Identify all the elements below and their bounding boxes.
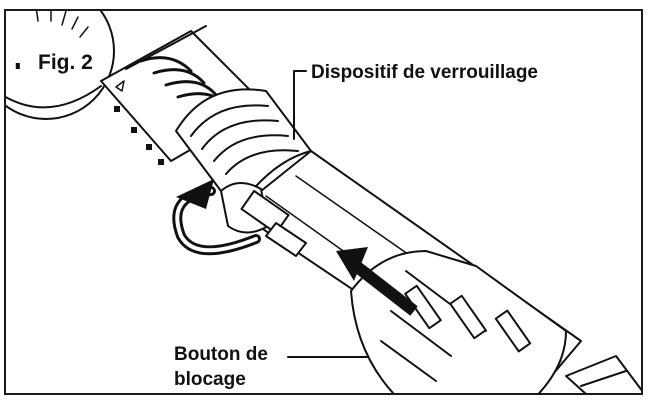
lock-button xyxy=(220,182,307,257)
figure-label: Fig. 2 xyxy=(36,51,95,75)
callout-lock-button-line1: Bouton de xyxy=(174,344,268,365)
curved-rotate-arrow-icon xyxy=(172,179,261,256)
end-fitting xyxy=(565,355,641,393)
figure-frame: ∎ xyxy=(4,9,643,395)
callout-lock-button-line2: blocage xyxy=(174,369,246,390)
callout-locking-device: Dispositif de verrouillage xyxy=(311,62,538,83)
assembly-illustration: ∎ xyxy=(6,11,641,393)
svg-text:∎: ∎ xyxy=(14,58,22,72)
sliding-sleeve xyxy=(350,250,567,393)
leader-line-locking-device xyxy=(293,70,307,140)
straight-push-arrow-icon xyxy=(336,247,418,316)
callout-lock-button: Bouton de blocage xyxy=(174,342,268,392)
